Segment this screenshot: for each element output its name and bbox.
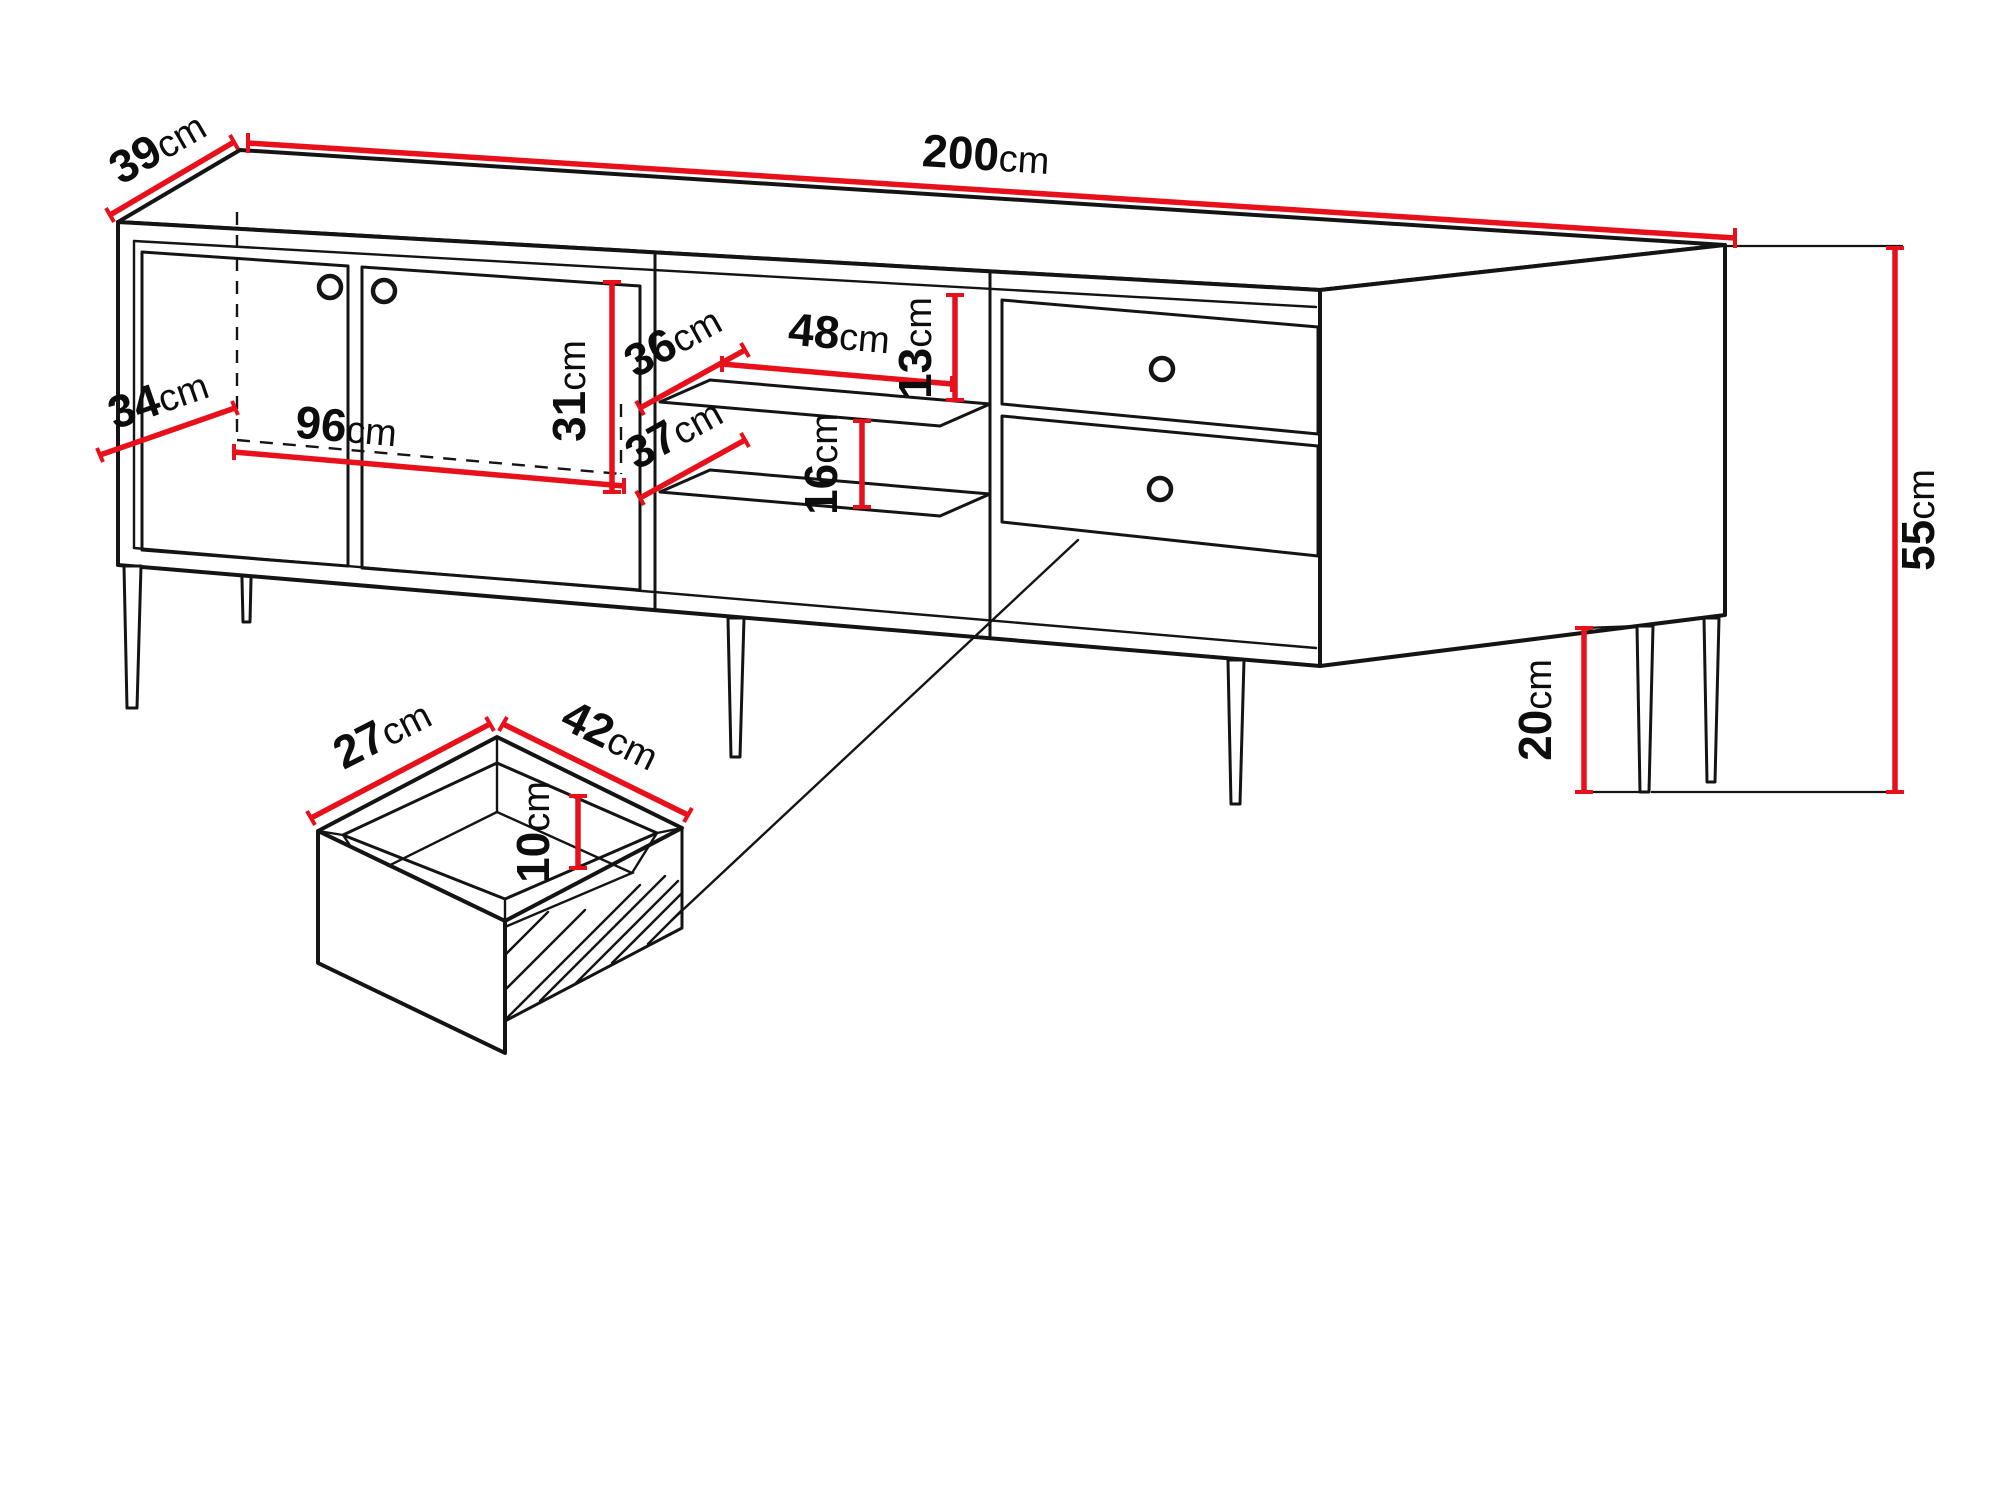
dim-drawer-depth: 27cm bbox=[305, 686, 496, 826]
drawer-rim-thickness-edges bbox=[316, 735, 684, 923]
cabinet-right-face bbox=[1318, 243, 1727, 668]
dimension-label-inner-width: 96cm bbox=[293, 396, 399, 457]
dimension-label-width: 200cm bbox=[921, 124, 1051, 184]
drawer-side-wall bbox=[503, 826, 684, 1023]
door-knob-right bbox=[370, 277, 398, 305]
drawer-front-panel bbox=[316, 829, 507, 1055]
dimension-label-shelf-width: 48cm bbox=[786, 303, 892, 364]
dim-inner-width: 96cm bbox=[232, 396, 626, 494]
cabinet-door-right bbox=[360, 265, 642, 592]
dimension-label-height: 55cm bbox=[1892, 469, 1944, 571]
cabinet-leg-right-back bbox=[1635, 624, 1655, 794]
dimension-label-inner-height: 31cm bbox=[543, 340, 595, 442]
cabinet-drawer-lower bbox=[1000, 414, 1320, 558]
dimension-label-drawer-height: 10cm bbox=[507, 781, 559, 883]
middle-shelf-upper bbox=[658, 378, 992, 428]
dim-inner-height: 31cm bbox=[543, 280, 621, 494]
dim-lower-shelf-height: 16cm bbox=[795, 413, 871, 515]
drawer-knob-upper bbox=[1148, 355, 1176, 383]
cabinet-leg-middle-right bbox=[1226, 658, 1246, 806]
door-knob-left bbox=[316, 273, 344, 301]
dimension-label-shelf-height: 13cm bbox=[889, 297, 941, 399]
drawer-detail-drawing bbox=[316, 735, 684, 1055]
cabinet-leg-front-left bbox=[122, 564, 143, 710]
dim-leg-height: 20cm bbox=[1509, 626, 1593, 794]
dim-height: 55cm bbox=[1886, 246, 1944, 794]
dim-shelf-width: 48cm bbox=[720, 303, 954, 392]
dimension-label-lower-shelf-height: 16cm bbox=[795, 413, 847, 515]
drawer-knob-lower bbox=[1146, 475, 1174, 503]
dim-shelf-height: 13cm bbox=[889, 293, 964, 402]
cabinet-inner-top-edge bbox=[132, 239, 1318, 309]
dimension-lines: 200cm 39cm 55cm 20cm 96cm 34cm bbox=[95, 106, 1944, 883]
height-extension-lines bbox=[1651, 244, 1903, 794]
middle-shelf-lower bbox=[658, 468, 992, 518]
drawer-callout-line bbox=[670, 538, 1080, 922]
hidden-interior-edges bbox=[235, 212, 623, 476]
cabinet-drawing bbox=[116, 148, 1727, 806]
cabinet-drawer-upper bbox=[1000, 298, 1320, 436]
cabinet-leg-right-front bbox=[1702, 616, 1721, 784]
leg-height-extension-lines bbox=[1583, 624, 1645, 794]
drawer-side-hatch-lines bbox=[503, 874, 684, 1022]
cabinet-door-left bbox=[140, 250, 350, 568]
dim-width: 200cm bbox=[246, 124, 1737, 248]
cabinet-leg-middle-left bbox=[726, 616, 746, 759]
dimension-label-drawer-depth: 27cm bbox=[325, 686, 439, 779]
drawer-inner-corner-edges bbox=[341, 761, 659, 877]
dimension-label-leg-height: 20cm bbox=[1509, 659, 1561, 761]
dimension-label-drawer-width: 42cm bbox=[554, 689, 668, 780]
dim-drawer-height: 10cm bbox=[507, 781, 587, 883]
